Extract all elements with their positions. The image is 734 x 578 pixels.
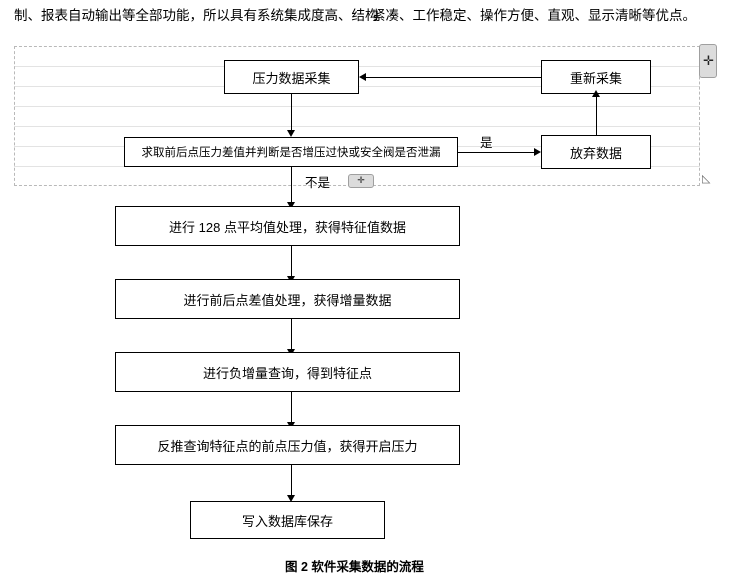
flow-box-average[interactable]: 进行 128 点平均值处理，获得特征值数据	[115, 206, 460, 246]
object-move-handle[interactable]	[699, 44, 717, 78]
flow-box-difference[interactable]: 进行前后点差值处理，获得增量数据	[115, 279, 460, 319]
arrowhead-down-judge	[287, 130, 295, 137]
paragraph-text-left: 制、报表自动输出等全部功能，所以具有系统集成度高、结构	[14, 8, 379, 23]
flow-box-negative[interactable]: 进行负增量查询，得到特征点	[115, 352, 460, 392]
paragraph-text-right: 紧凑、工作稳定、操作方便、直观、显示清晰等优点。	[372, 8, 696, 23]
flow-box-judge[interactable]: 求取前后点压力差值并判断是否增压过快或安全阀是否泄漏	[124, 137, 458, 167]
connector-average-to-difference	[291, 246, 292, 278]
arrowhead-up-recollect	[592, 90, 600, 97]
flow-box-recollect[interactable]: 重新采集	[541, 60, 651, 94]
arrowhead-down-save	[287, 495, 295, 502]
connector-judge-to-average	[291, 167, 292, 204]
flow-box-save[interactable]: 写入数据库保存	[190, 501, 385, 539]
figure-caption: 图 2 软件采集数据的流程	[285, 560, 424, 574]
move-cross-icon: ✛	[703, 53, 714, 68]
connector-recollect-to-collect	[366, 77, 541, 78]
connector-backtrack-to-save	[291, 465, 292, 497]
arrowhead-down-average	[287, 202, 295, 209]
connector-difference-to-negative	[291, 319, 292, 351]
resize-corner-icon[interactable]: ◺	[702, 173, 711, 185]
connector-judge-to-discard	[458, 152, 534, 153]
connector-collect-to-judge	[291, 94, 292, 132]
arrowhead-left-collect	[359, 73, 366, 81]
flow-label-no: 不是	[305, 176, 331, 190]
connector-negative-to-backtrack	[291, 392, 292, 424]
flow-box-collect[interactable]: 压力数据采集	[224, 60, 359, 94]
flow-box-discard[interactable]: 放弃数据	[541, 135, 651, 169]
arrowhead-right-discard	[534, 148, 541, 156]
flow-label-yes: 是	[480, 136, 493, 150]
object-drag-handle-small[interactable]: ✛	[348, 174, 374, 188]
connector-discard-to-recollect	[596, 94, 597, 135]
flow-box-backtrack[interactable]: 反推查询特征点的前点压力值，获得开启压力	[115, 425, 460, 465]
